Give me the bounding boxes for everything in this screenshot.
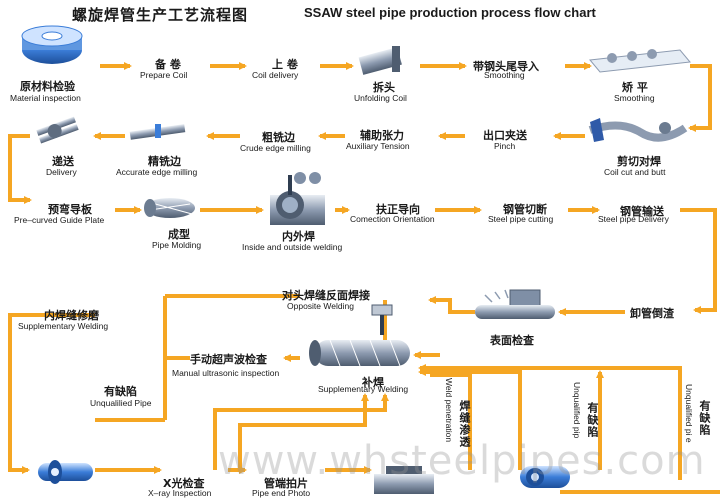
- material-inspection-cn: 原材料检验: [20, 80, 75, 93]
- coil-cut-butt-illustration: [588, 118, 688, 142]
- inner-weld-grinding-en: Supplementary Welding: [18, 321, 109, 331]
- opposite-welding-en: Opposite Welding: [287, 301, 354, 311]
- unloading-cn: 卸管倒渣: [630, 307, 674, 320]
- inner-weld-grinding-cn: 内焊缝修磨: [44, 309, 99, 322]
- smoothing-illustration: [589, 49, 691, 73]
- supplementary-welding-cn: 补焊: [362, 376, 384, 389]
- pipe-delivery-cn: 钢管输送: [620, 205, 664, 218]
- title-en: SSAW steel pipe production process flow …: [304, 5, 596, 20]
- pipe-end-photo-illustration: [374, 466, 434, 494]
- unqualified-right-cn: 有缺陷: [698, 400, 711, 436]
- coil-cut-butt-en: Coil cut and butt: [604, 167, 666, 177]
- xray-cn: X光检查: [163, 477, 205, 490]
- pre-curved-guide-en: Pre–curved Guide Plate: [14, 215, 105, 225]
- pipe-cutting-cn: 钢管切断: [503, 203, 547, 216]
- pipe-end-photo-en: Pipe end Photo: [252, 488, 311, 498]
- pinch-cn: 出口夹送: [483, 129, 527, 142]
- unqualified-mid-cn: 有缺陷: [586, 402, 599, 438]
- weld-penetration-cn: 焊缝渗透: [458, 400, 471, 448]
- welding-illustration: [270, 172, 325, 225]
- material-inspection-en: Material inspection: [10, 93, 81, 103]
- delivery-illustration: [36, 116, 79, 144]
- unqualified-mid-en: Unqualified pip: [572, 382, 582, 439]
- unfolding-coil-en: Unfolding Coil: [354, 93, 407, 103]
- crude-milling-en: Crude edge milling: [240, 143, 311, 153]
- surface-inspection-cn: 表面检查: [490, 334, 534, 347]
- opposite-welding-cn: 对头焊缝反面焊接: [282, 289, 370, 302]
- smoothing-tail-en: Smoothing: [484, 70, 525, 80]
- auxiliary-tension-cn: 辅助张力: [360, 129, 404, 142]
- coil-cut-butt-cn: 剪切对焊: [617, 155, 661, 168]
- supplementary-welding-en: Supplementary Welding: [318, 384, 409, 394]
- coil-delivery-en: Coil delivery: [252, 70, 299, 80]
- accurate-milling-en: Accurate edge milling: [116, 167, 198, 177]
- title-cn: 螺旋焊管生产工艺流程图: [72, 6, 249, 24]
- pipe-end-photo-cn: 管端拍片: [264, 477, 308, 490]
- weld-penetration-en: Weld penetration: [444, 378, 454, 443]
- smoothing-cn: 矫 平: [622, 81, 648, 94]
- pipe-delivery-en: Steel pipe Delivery: [598, 214, 669, 224]
- pipe-molding-illustration: [144, 198, 195, 218]
- correction-orientation-en: Comection Orientation: [350, 214, 435, 224]
- unqualified-pipe-en: Unqualilied Pipe: [90, 398, 152, 408]
- auxiliary-tension-en: Auxiliary Tension: [346, 141, 410, 151]
- watermark: www.whsteelpipes.com: [218, 438, 706, 484]
- smoothing-en: Smoothing: [614, 93, 655, 103]
- delivery-en: Delivery: [46, 167, 77, 177]
- unqualified-pipe-cn: 有缺陷: [104, 385, 137, 398]
- pipe-molding-cn: 成型: [168, 228, 190, 241]
- manual-ultrasonic-cn: 手动超声波检查: [190, 353, 267, 366]
- weld-penetration-illustration: [520, 466, 570, 488]
- crude-milling-cn: 粗铣边: [262, 131, 295, 144]
- coil-delivery-cn: 上 卷: [272, 58, 298, 71]
- pinch-en: Pinch: [494, 141, 516, 151]
- welding-cn: 内外焊: [282, 230, 315, 243]
- unfolding-coil-cn: 拆头: [373, 81, 395, 94]
- unqualified-right-en: Unqualified pi e: [684, 384, 694, 443]
- correction-orientation-cn: 扶正导向: [376, 203, 420, 216]
- manual-ultrasonic-en: Manual ultrasonic inspection: [172, 368, 280, 378]
- coil-illustration: [21, 25, 83, 64]
- pipe-molding-en: Pipe Molding: [152, 240, 202, 250]
- pipe-cutting-en: Steel pipe cutting: [488, 214, 554, 224]
- xray-en: X–ray Inspection: [148, 488, 212, 498]
- pre-curved-guide-cn: 预弯导板: [48, 203, 92, 216]
- accurate-milling-cn: 精铣边: [148, 155, 181, 168]
- delivery-cn: 递送: [52, 155, 74, 168]
- xray-illustration: [38, 460, 93, 484]
- unfolding-coil-illustration: [358, 46, 402, 75]
- accurate-milling-illustration: [129, 124, 186, 140]
- prepare-coil-en: Prepare Coil: [140, 70, 188, 80]
- opposite-welding-illustration: [309, 304, 410, 367]
- prepare-coil-cn: 备 卷: [155, 58, 181, 71]
- welding-en: Inside and outside welding: [242, 242, 343, 252]
- surface-inspection-illustration: [475, 289, 555, 319]
- smoothing-tail-cn: 带钢头尾导入: [473, 60, 539, 73]
- lower-loop-arrows: [8, 294, 720, 494]
